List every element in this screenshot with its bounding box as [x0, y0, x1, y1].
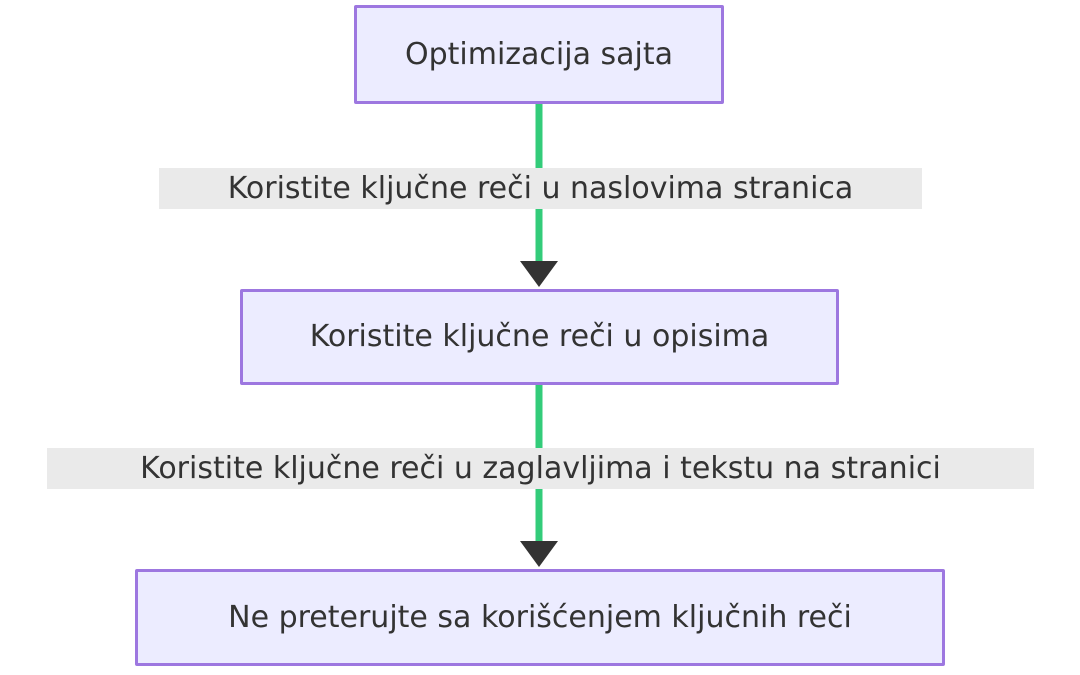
edge-label-naslovima: Koristite ključne reči u naslovima stran… [159, 168, 922, 209]
node-label: Ne preterujte sa korišćenjem ključnih re… [228, 599, 852, 635]
arrow-head-naslovima [520, 261, 558, 287]
node-optimizacija-sajta[interactable]: Optimizacija sajta [354, 5, 724, 104]
arrow-head-zaglavljima [520, 541, 558, 567]
edge-label-zaglavljima: Koristite ključne reči u zaglavljima i t… [47, 448, 1034, 489]
edge-label-text: Koristite ključne reči u zaglavljima i t… [140, 451, 941, 486]
node-label: Optimizacija sajta [404, 36, 674, 72]
node-ne-preterujte[interactable]: Ne preterujte sa korišćenjem ključnih re… [135, 569, 945, 666]
node-kljucne-reci-opisima[interactable]: Koristite ključne reči u opisima [240, 289, 839, 385]
node-label: Koristite ključne reči u opisima [309, 319, 770, 354]
edge-label-text: Koristite ključne reči u naslovima stran… [227, 171, 854, 206]
